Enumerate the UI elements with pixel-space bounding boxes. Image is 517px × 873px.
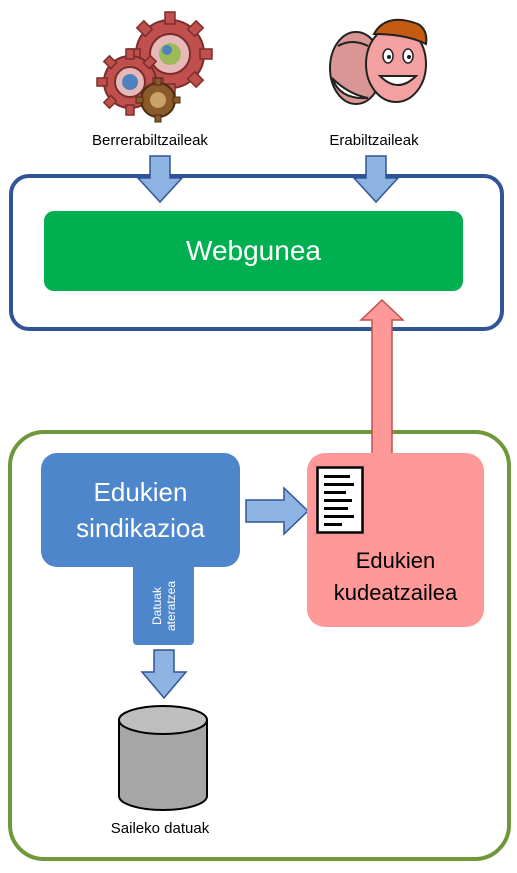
- database-icon: [118, 705, 208, 811]
- syndication-box[interactable]: Edukien sindikazioa: [41, 453, 240, 567]
- document-icon: [316, 466, 364, 534]
- users-label: Erabiltzaileak: [329, 132, 419, 149]
- website-label: Webgunea: [186, 235, 321, 266]
- syndication-to-cms-arrow: [245, 486, 310, 536]
- cms-to-website-arrow: [359, 298, 405, 457]
- reusers-label: Berrerabiltzaileak: [92, 132, 208, 149]
- syndication-label-line1: Edukien: [93, 477, 188, 507]
- extraction-to-database-arrow: [140, 649, 188, 700]
- cms-label-line1: Edukien: [355, 548, 436, 573]
- syndication-label-line2: sindikazioa: [76, 513, 205, 543]
- extraction-label-line2: ateratzea: [163, 580, 178, 631]
- users-to-website-arrow: [352, 155, 400, 204]
- reusers-to-website-arrow: [136, 155, 184, 204]
- cms-label: Edukien kudeatzailea: [307, 545, 484, 609]
- extraction-label-line1: Datuak: [149, 586, 164, 625]
- cms-label-line2: kudeatzailea: [333, 580, 458, 605]
- faces-icon: [329, 18, 428, 105]
- gears-icon: [96, 11, 213, 123]
- website-box[interactable]: Webgunea: [44, 211, 463, 291]
- data-extraction-tab[interactable]: Datuak ateratzea: [133, 566, 194, 645]
- department-data-label: Saileko datuak: [110, 820, 210, 837]
